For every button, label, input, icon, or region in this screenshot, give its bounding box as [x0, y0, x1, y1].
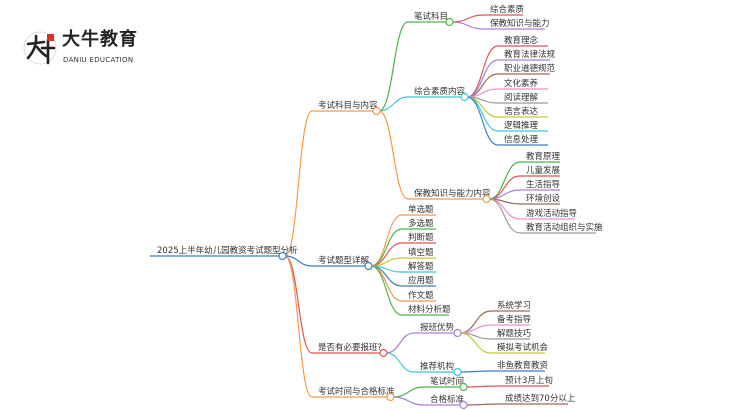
node-a2b[interactable]: 教育法律法规	[504, 49, 556, 60]
node-d2a[interactable]: 成绩达到70分以上	[505, 393, 576, 404]
node-a3f[interactable]: 教育活动组织与实施	[526, 222, 603, 233]
node-b8[interactable]: 材料分析题	[408, 304, 451, 315]
edge-c	[284, 255, 313, 354]
edge-a3a	[488, 161, 521, 200]
node-a3b[interactable]: 儿童发展	[526, 165, 561, 176]
node-a3e[interactable]: 游戏活动指导	[526, 208, 578, 219]
collapse-toggle-a3[interactable]	[482, 194, 491, 204]
node-a2[interactable]: 综合素质内容	[414, 86, 466, 97]
node-a2h[interactable]: 信息处理	[504, 134, 539, 145]
edge-b	[284, 255, 313, 267]
edge-a	[284, 110, 313, 257]
edge-d2a	[465, 403, 500, 406]
node-b3[interactable]: 判断题	[408, 232, 434, 243]
node-a2f[interactable]: 语言表达	[504, 106, 539, 117]
node-c2a[interactable]: 非鱼教育教资	[497, 360, 549, 371]
node-a2c[interactable]: 职业道德规范	[504, 63, 556, 74]
node-c1c[interactable]: 解题技巧	[497, 328, 532, 339]
node-a2d[interactable]: 文化素养	[504, 78, 539, 89]
edge-a1	[378, 21, 409, 112]
node-b4[interactable]: 填空题	[408, 247, 434, 258]
collapse-toggle-a2[interactable]	[460, 92, 469, 102]
edge-b8	[370, 265, 403, 316]
node-a1b[interactable]: 保教知识与能力	[490, 18, 550, 29]
edge-c2	[385, 352, 415, 373]
edge-c2a	[459, 370, 492, 373]
collapse-toggle-c[interactable]	[379, 348, 388, 358]
collapse-toggle-root[interactable]	[278, 251, 287, 261]
collapse-toggle-a[interactable]	[372, 106, 381, 116]
node-a1[interactable]: 笔试科目	[414, 11, 448, 22]
edge-a3f	[488, 198, 521, 234]
node-c1a[interactable]: 系统学习	[497, 300, 531, 311]
node-a2a[interactable]: 教育理念	[504, 35, 539, 46]
node-d[interactable]: 考试时间与合格标准	[318, 386, 395, 397]
node-c1[interactable]: 报班优势	[420, 322, 455, 333]
collapse-toggle-c2[interactable]	[453, 367, 462, 377]
edge-a2b	[466, 59, 499, 98]
node-d2[interactable]: 合格标准	[430, 394, 465, 405]
node-b1[interactable]: 单选题	[408, 204, 434, 215]
edge-a2h	[466, 96, 499, 146]
node-d1[interactable]: 笔试时间	[430, 376, 464, 387]
node-b7[interactable]: 作文题	[408, 290, 434, 301]
collapse-toggle-d[interactable]	[386, 392, 395, 402]
logo: 大牛教育 DANIU EDUCATION	[22, 28, 152, 72]
edge-a2g	[466, 96, 499, 132]
edge-c1	[385, 332, 415, 354]
node-c[interactable]: 是否有必要报班?	[318, 342, 382, 353]
node-a3a[interactable]: 教育原理	[526, 151, 561, 162]
edge-d1a	[465, 385, 500, 388]
node-a2e[interactable]: 阅读理解	[504, 92, 539, 103]
node-b5[interactable]: 解答题	[408, 261, 434, 272]
node-a[interactable]: 考试科目与内容	[318, 100, 378, 111]
collapse-toggle-b[interactable]	[364, 261, 373, 271]
edge-d2	[392, 396, 425, 406]
node-a2g[interactable]: 逻辑推理	[504, 120, 539, 131]
node-b[interactable]: 考试题型详解	[318, 255, 370, 266]
node-d1a[interactable]: 预计3月上旬	[505, 375, 553, 386]
collapse-toggle-d1[interactable]	[459, 382, 468, 392]
collapse-toggle-d2[interactable]	[459, 400, 468, 410]
edge-b2	[370, 228, 403, 267]
node-a3[interactable]: 保教知识与能力内容	[414, 188, 491, 199]
edge-d1	[392, 386, 425, 398]
node-c2[interactable]: 推荐机构	[420, 361, 454, 372]
edge-a3	[378, 110, 409, 200]
node-a1a[interactable]: 综合素质	[490, 4, 525, 15]
node-a3c[interactable]: 生活指导	[526, 179, 561, 190]
edge-d	[284, 255, 313, 398]
edge-a1b	[451, 21, 485, 30]
node-b2[interactable]: 多选题	[408, 218, 434, 229]
daniu-logo-mark-icon	[23, 31, 57, 65]
node-c1b[interactable]: 备考指导	[497, 314, 532, 325]
logo-subtitle: DANIU EDUCATION	[63, 56, 134, 64]
edge-a1a	[451, 14, 485, 23]
node-a3d[interactable]: 环境创设	[526, 193, 561, 204]
collapse-toggle-c1[interactable]	[453, 328, 462, 338]
root-node[interactable]: 2025上半年幼儿园教资考试题型分析	[157, 245, 298, 256]
node-b6[interactable]: 应用题	[408, 275, 434, 286]
node-c1d[interactable]: 模拟考试机会	[497, 342, 549, 353]
logo-name: 大牛教育	[62, 29, 138, 50]
edge-c1a	[459, 310, 492, 334]
edge-c1d	[459, 332, 492, 354]
collapse-toggle-a1[interactable]	[445, 17, 454, 27]
edge-a2	[378, 96, 409, 112]
